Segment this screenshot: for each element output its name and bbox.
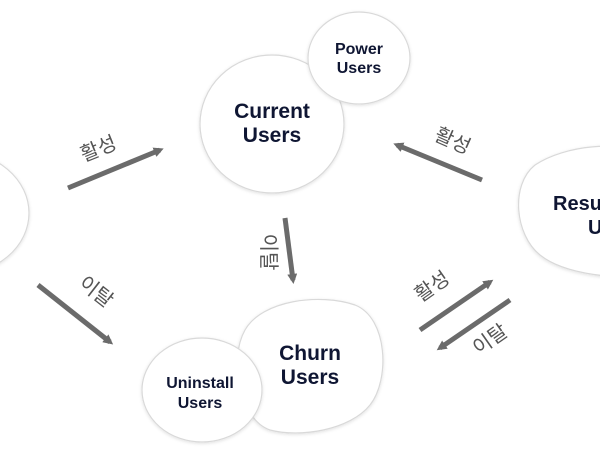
churn-users-label-line2: Users xyxy=(281,366,339,389)
arrow-left-to-uninstall xyxy=(36,283,114,345)
arrow-resurrected-to-churn xyxy=(436,297,512,351)
resurrected-users-bubble xyxy=(517,145,600,276)
current-users-bubble xyxy=(199,54,345,194)
arrow-left-to-current xyxy=(67,147,164,191)
resurrected-users-node: Resu U xyxy=(517,145,600,276)
uninstall-users-label-line2: Users xyxy=(178,395,223,412)
new-users-node-partial xyxy=(0,163,30,263)
power-users-node: Power Users xyxy=(307,11,411,105)
power-users-label-line1: Power xyxy=(335,41,383,58)
current-users-label-line2: Users xyxy=(243,124,301,147)
arrow-current-to-churn xyxy=(282,217,298,284)
edge-label-current-to-churn: 이탈 xyxy=(257,234,281,271)
arrow-resurrected-to-current xyxy=(393,142,483,183)
current-users-label-line1: Current xyxy=(234,100,310,123)
uninstall-users-label-line1: Uninstall xyxy=(166,375,234,392)
edge-label-churn-to-resurrected: 활성 xyxy=(410,266,454,307)
churn-users-node: Churn Users xyxy=(236,298,384,434)
power-users-label-line2: Users xyxy=(337,60,382,77)
edge-label-left-to-current: 활성 xyxy=(77,130,120,166)
power-users-bubble xyxy=(307,11,411,105)
current-users-node: Current Users xyxy=(199,54,345,194)
edge-label-resurrected-to-current: 활성 xyxy=(431,122,474,159)
resurrected-users-label-line1: Resu xyxy=(553,193,600,215)
resurrected-users-label-line2: U xyxy=(588,217,600,239)
churn-users-label-line1: Churn xyxy=(279,342,341,365)
uninstall-users-node: Uninstall Users xyxy=(141,337,263,443)
uninstall-users-bubble xyxy=(141,337,263,443)
edge-label-left-to-uninstall: 이탈 xyxy=(74,271,118,313)
arrow-churn-to-resurrected xyxy=(418,279,494,333)
